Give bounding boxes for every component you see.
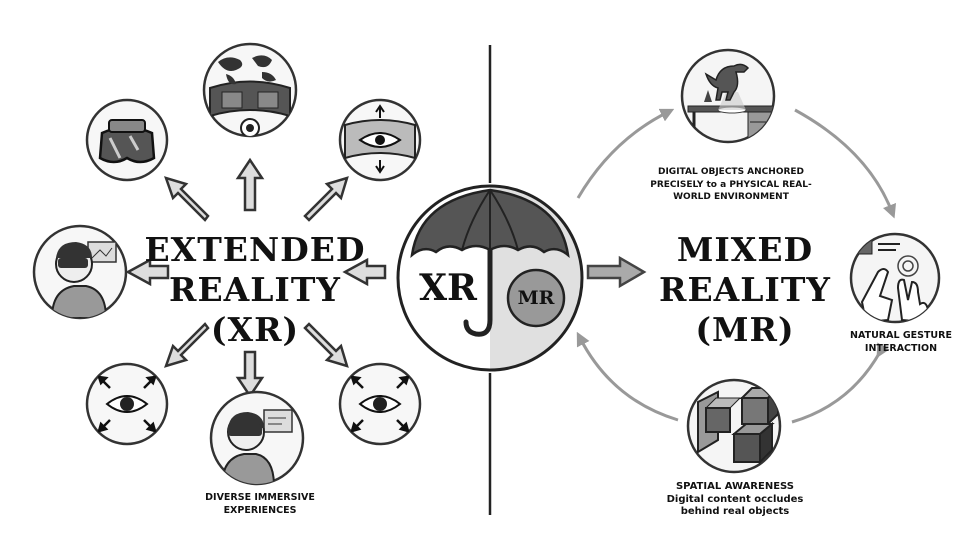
- arrow-left: [125, 257, 170, 287]
- dinosaur-hologram-desk-icon: [687, 63, 774, 142]
- mr-title-line: REALITY: [659, 270, 831, 309]
- mr-title-line: MIXED: [676, 230, 814, 269]
- xr-caption-line: EXPERIENCES: [223, 504, 297, 516]
- arrow-up-left: [164, 176, 210, 222]
- mr-spatial-caption-line: Digital content occludes: [666, 493, 804, 505]
- mr-anchored-caption-line: PRECISELY to a PHYSICAL REAL-: [650, 179, 812, 190]
- person-with-vr-headset-icon: [220, 409, 293, 484]
- mr-cycle-arrows: [576, 108, 896, 424]
- umbrella-xr-label: XR: [419, 267, 477, 309]
- mr-anchored-caption-line: WORLD ENVIRONMENT: [673, 192, 789, 202]
- xr-title-line: (XR): [210, 310, 300, 349]
- mr-inner-circle: [506, 268, 566, 328]
- umbrella-icon: [410, 188, 570, 337]
- arrow-down-right: [303, 322, 349, 368]
- mr-gesture-caption-line: INTERACTION: [864, 342, 938, 354]
- eye-with-arrows-panorama-icon: [344, 104, 416, 174]
- xr-caption-line: DIVERSE IMMERSIVE: [205, 492, 315, 503]
- hand-gesture-touch-icon: [857, 239, 930, 322]
- person-with-ar-glasses-icon: [50, 241, 117, 318]
- mr-spatial-caption-line: behind real objects: [680, 506, 790, 517]
- mr-gesture-caption: NATURAL GESTURE INTERACTION: [836, 330, 966, 355]
- world-map-panorama-icon: [209, 55, 291, 136]
- vr-headset-icon: [98, 119, 156, 164]
- xr-arrows: [125, 157, 387, 399]
- mr-anchored-caption: DIGITAL OBJECTS ANCHORED PRECISELY to a …: [636, 166, 826, 204]
- arrow-right-to-mr: [586, 255, 647, 289]
- xr-title-line: REALITY: [169, 270, 341, 309]
- xr-title-line: EXTENDED: [144, 230, 366, 269]
- mr-gesture-caption-line: NATURAL GESTURE: [850, 330, 952, 341]
- arrow-up: [235, 157, 265, 212]
- mr-anchored-caption-line: DIGITAL OBJECTS ANCHORED: [657, 167, 805, 177]
- mr-spatial-caption: SPATIAL AWARENESS Digital content occlud…: [650, 481, 820, 519]
- mr-title-line: (MR): [695, 310, 795, 349]
- mr-title: MIXED REALITY (MR): [650, 230, 840, 350]
- mr-spatial-caption-line: SPATIAL AWARENESS: [675, 481, 794, 492]
- xr-caption: DIVERSE IMMERSIVE EXPERIENCES: [180, 492, 340, 517]
- mr-circle-label: MR: [517, 287, 555, 309]
- arrow-up-right: [303, 176, 349, 222]
- eye-expand-icon: [350, 375, 410, 433]
- arrow-left: [342, 257, 387, 287]
- cubes-occlusion-icon: [697, 385, 780, 465]
- arrow-down: [235, 350, 265, 399]
- xr-title: EXTENDED REALITY (XR): [140, 230, 370, 350]
- arrow-down-left: [164, 322, 210, 368]
- eye-expand-icon: [97, 375, 157, 433]
